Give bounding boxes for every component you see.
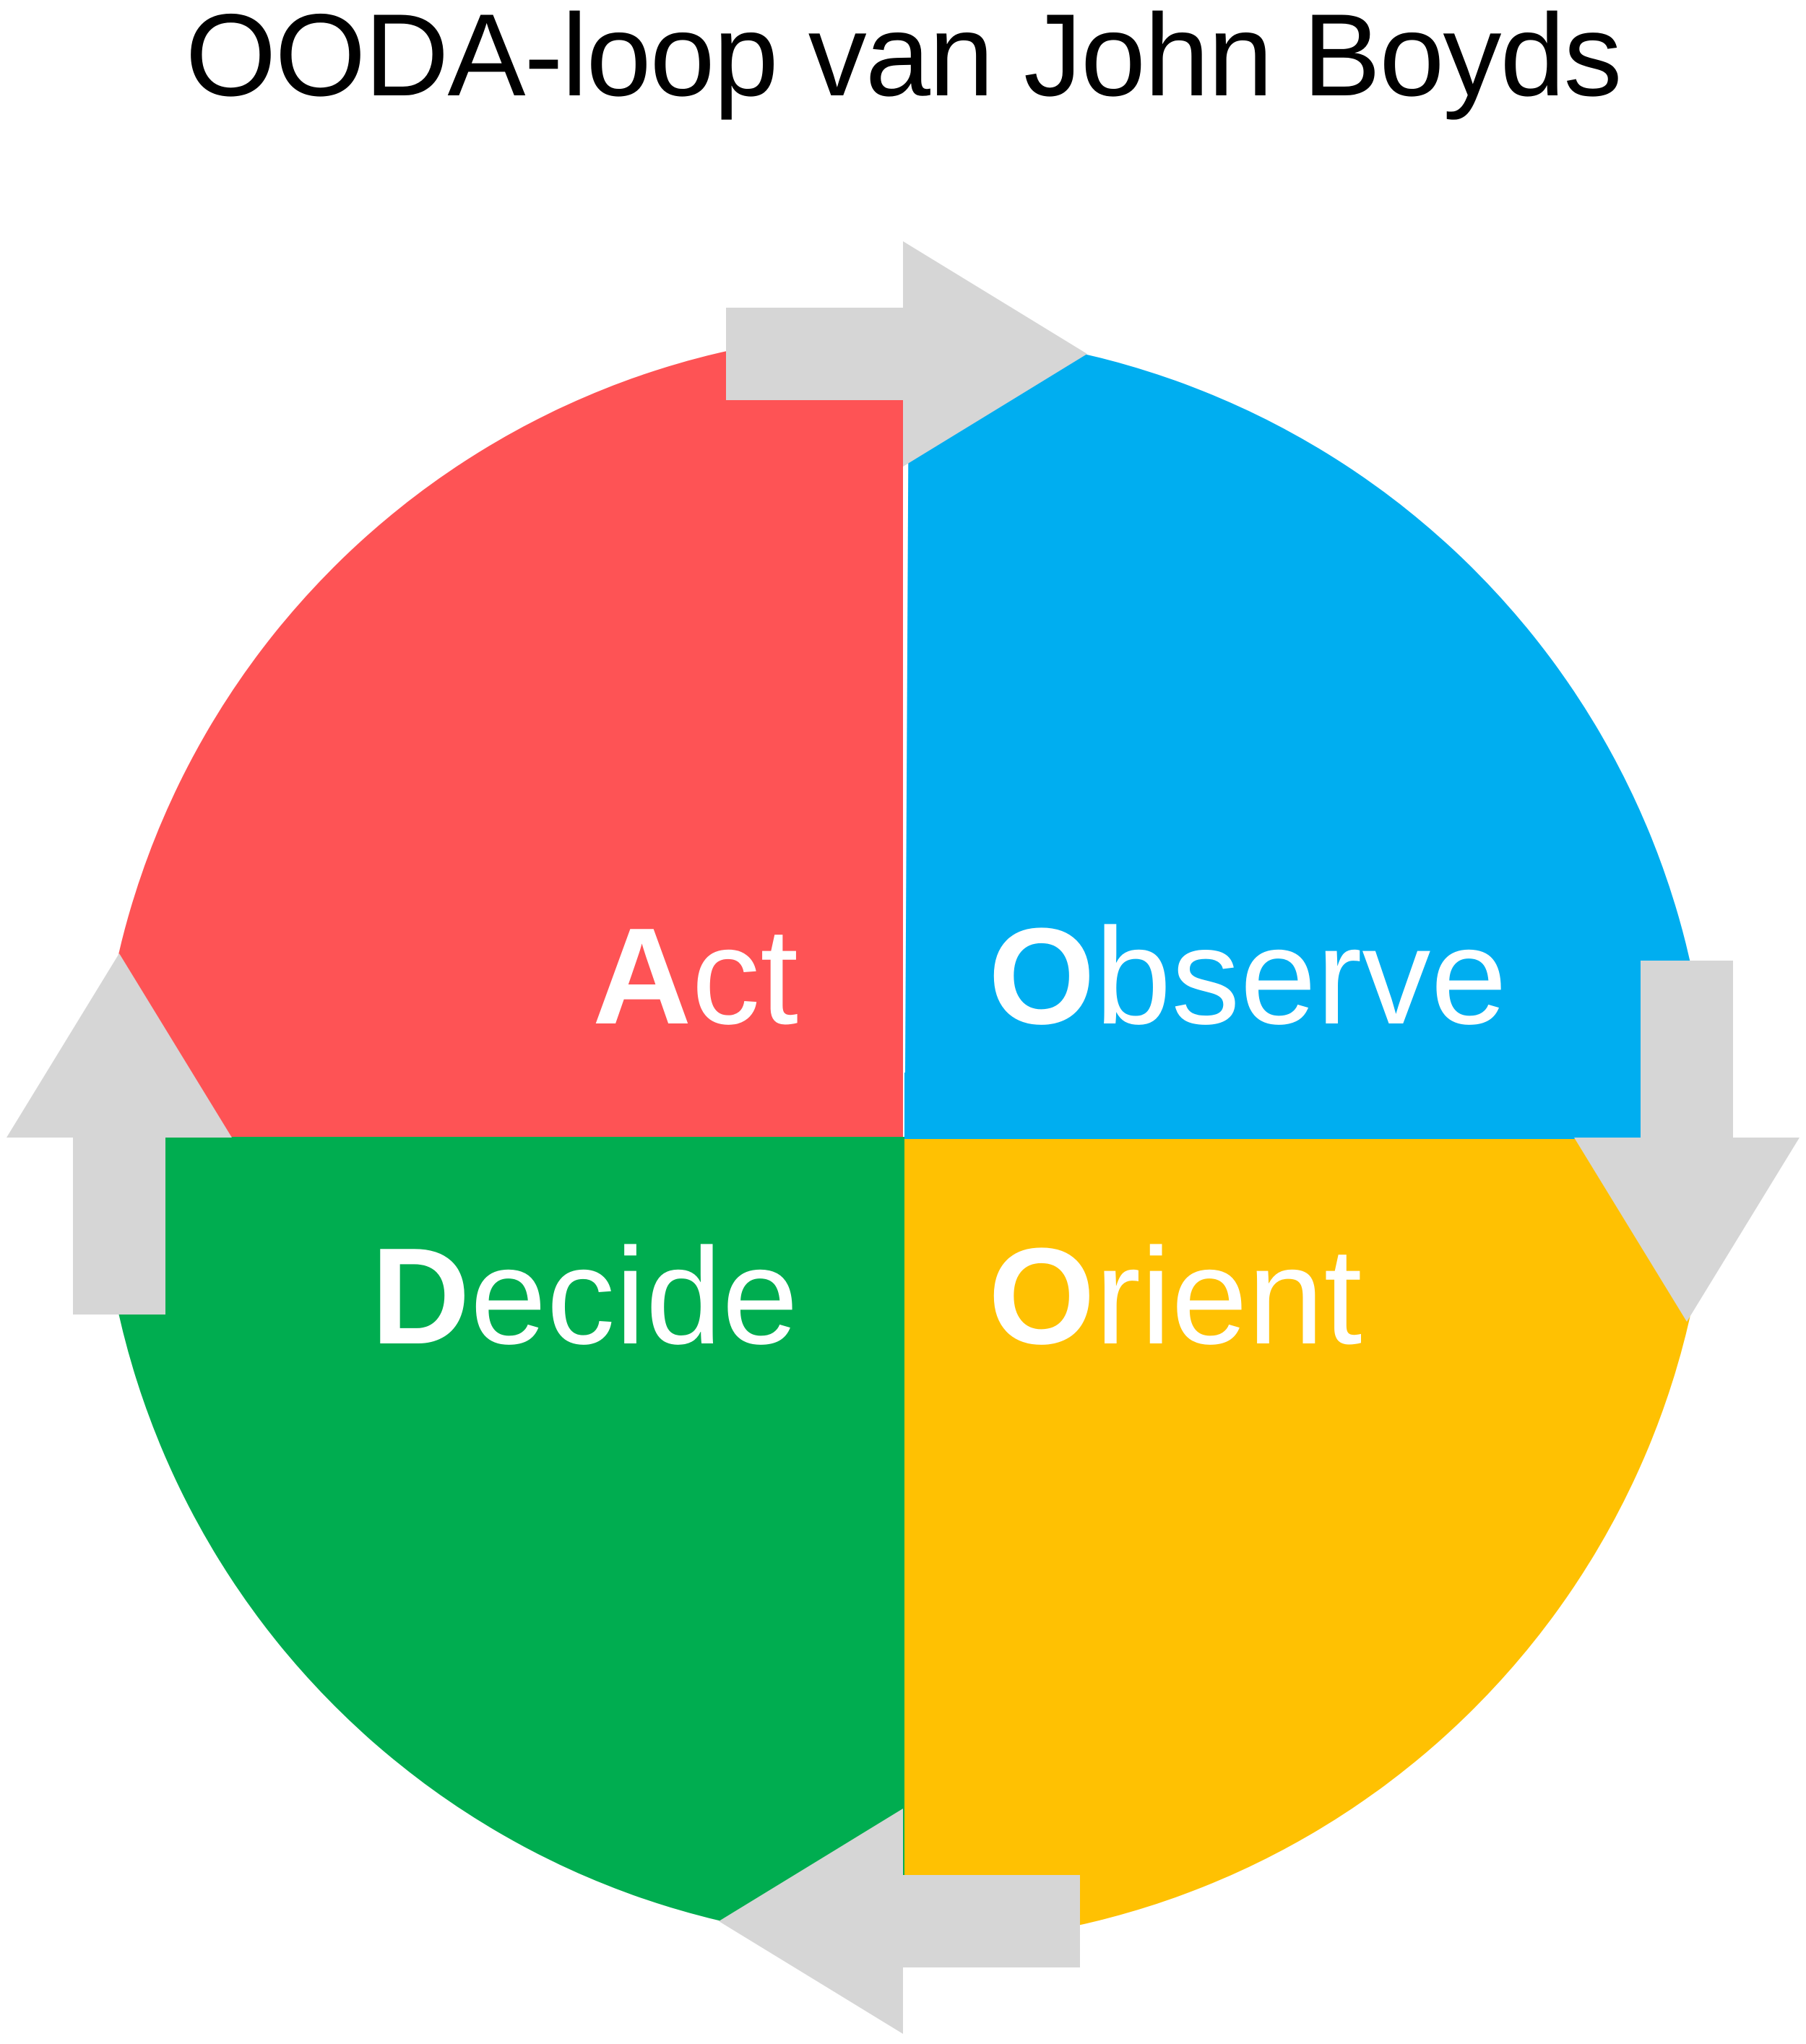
label-orient: Orient bbox=[988, 1220, 1362, 1373]
flow-arrow-left-icon bbox=[7, 953, 232, 1315]
quadrant-observe bbox=[904, 334, 1710, 1139]
quadrant-group bbox=[98, 332, 1710, 1944]
label-observe: Observe bbox=[988, 900, 1507, 1053]
quadrant-act bbox=[98, 332, 903, 1137]
label-observe-initial: O bbox=[988, 900, 1095, 1053]
quadrant-orient bbox=[904, 1139, 1710, 1944]
flow-arrow-group bbox=[7, 241, 1799, 2034]
label-orient-rest: rient bbox=[1095, 1220, 1362, 1373]
label-decide-rest: ecide bbox=[470, 1220, 798, 1373]
label-orient-initial: O bbox=[988, 1220, 1095, 1373]
label-act-initial: A bbox=[592, 900, 691, 1053]
quadrant-divider-gap bbox=[903, 361, 909, 1073]
label-act: Act bbox=[592, 900, 798, 1053]
flow-arrow-bottom-icon bbox=[719, 1809, 1080, 2034]
label-observe-rest: bserve bbox=[1095, 900, 1507, 1053]
label-decide-initial: D bbox=[371, 1220, 470, 1373]
quadrant-decide bbox=[99, 1137, 904, 1942]
quadrant-labels: Act Observe Decide Orient bbox=[371, 900, 1508, 1373]
label-act-rest: ct bbox=[691, 900, 798, 1053]
flow-arrow-top-icon bbox=[726, 241, 1087, 467]
flow-arrow-right-icon bbox=[1574, 961, 1799, 1322]
label-decide: Decide bbox=[371, 1220, 798, 1373]
page-title: OODA-loop van John Boyds bbox=[185, 0, 1620, 121]
